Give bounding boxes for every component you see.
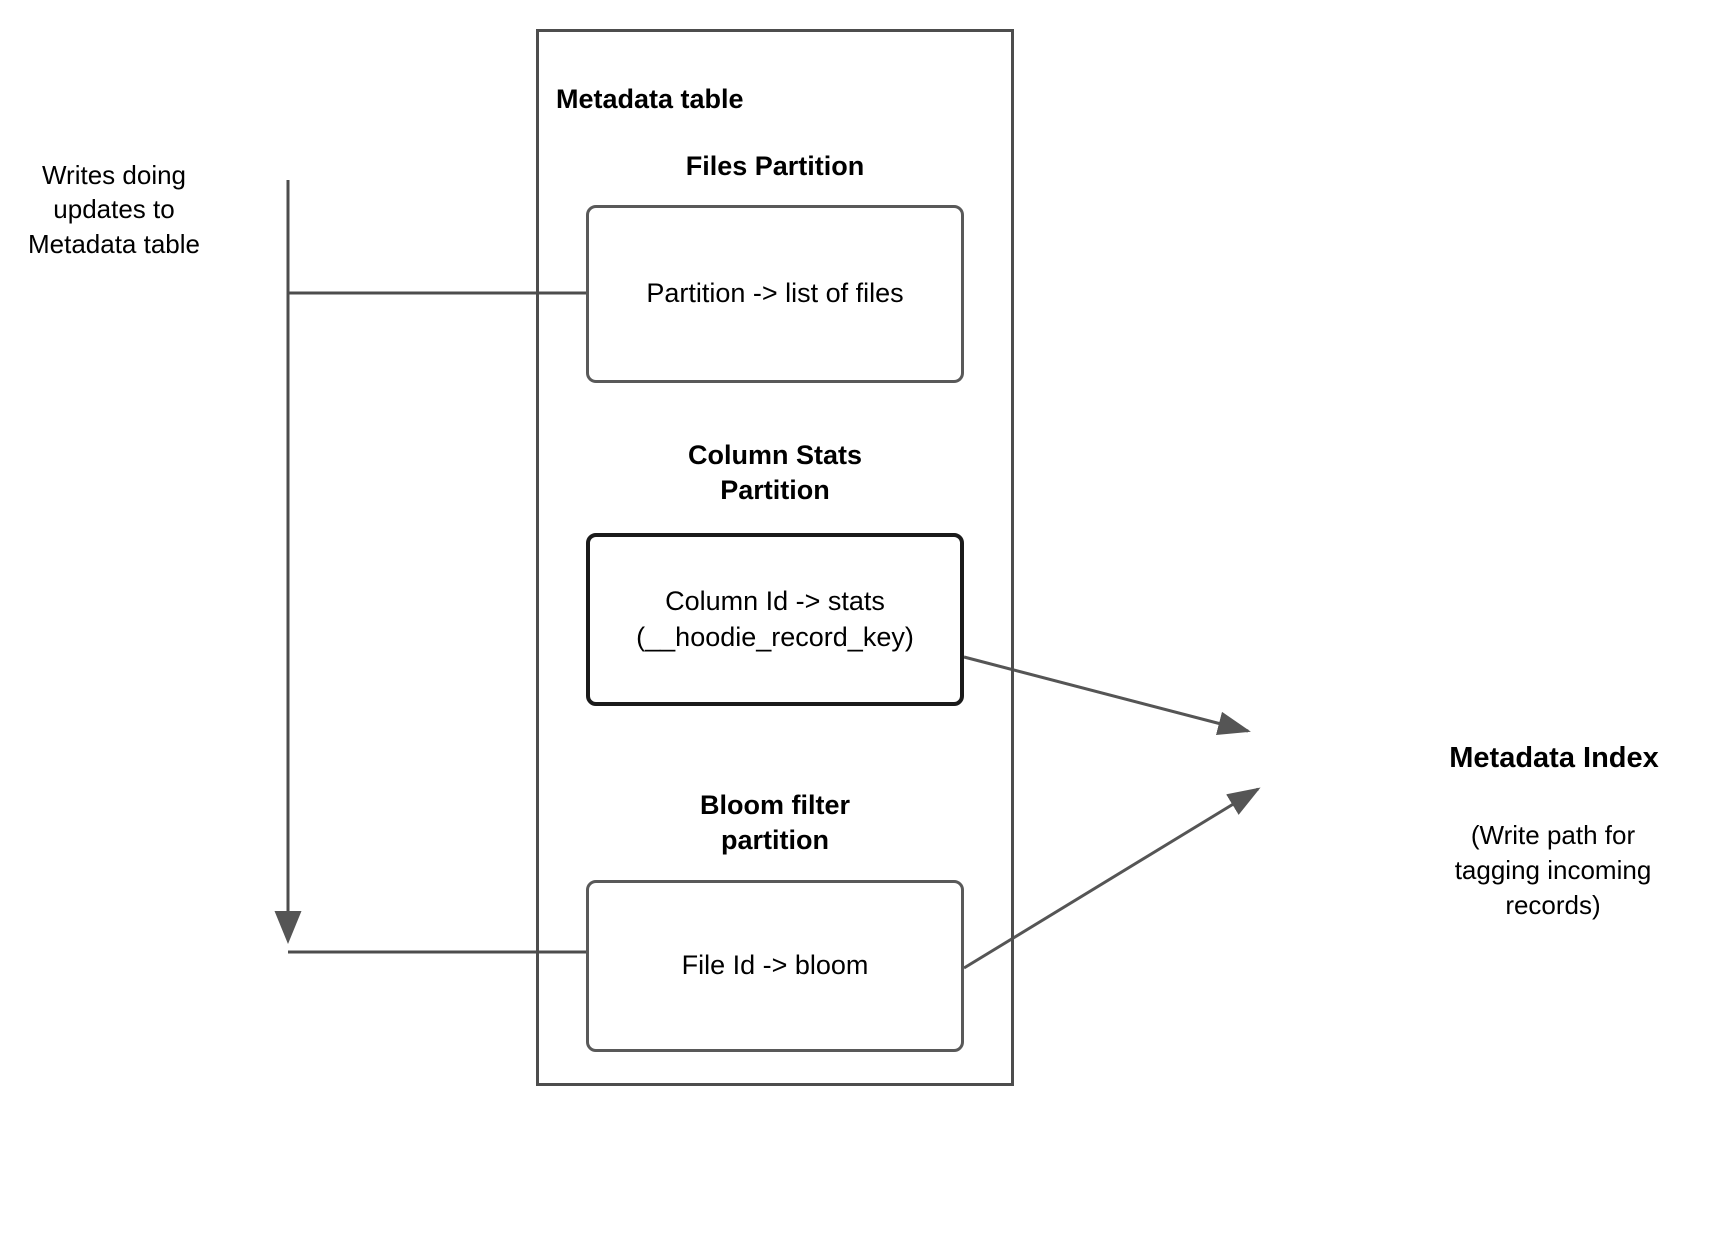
metadata-table-container bbox=[536, 29, 1014, 1086]
column-stats-partition-box-label: Column Id -> stats (__hoodie_record_key) bbox=[636, 586, 914, 652]
files-partition-heading: Files Partition bbox=[685, 151, 865, 181]
metadata-index-title: Metadata Index bbox=[1449, 742, 1659, 774]
column-stats-partition-box: Column Id -> stats (__hoodie_record_key) bbox=[586, 533, 964, 706]
bloom-filter-partition-box: File Id -> bloom bbox=[586, 880, 964, 1052]
files-partition-box: Partition -> list of files bbox=[586, 205, 964, 383]
column-stats-partition-heading: Column Stats Partition bbox=[687, 440, 862, 506]
files-partition-box-label: Partition -> list of files bbox=[646, 278, 904, 309]
bloom-filter-partition-heading: Bloom filter partition bbox=[699, 790, 850, 856]
writes-caption: Writes doing updates to Metadata table bbox=[27, 160, 200, 259]
bloom-filter-partition-box-label: File Id -> bloom bbox=[681, 950, 869, 981]
metadata-index-caption: (Write path for tagging incoming records… bbox=[1454, 820, 1652, 920]
metadata-table-title: Metadata table bbox=[556, 84, 744, 114]
